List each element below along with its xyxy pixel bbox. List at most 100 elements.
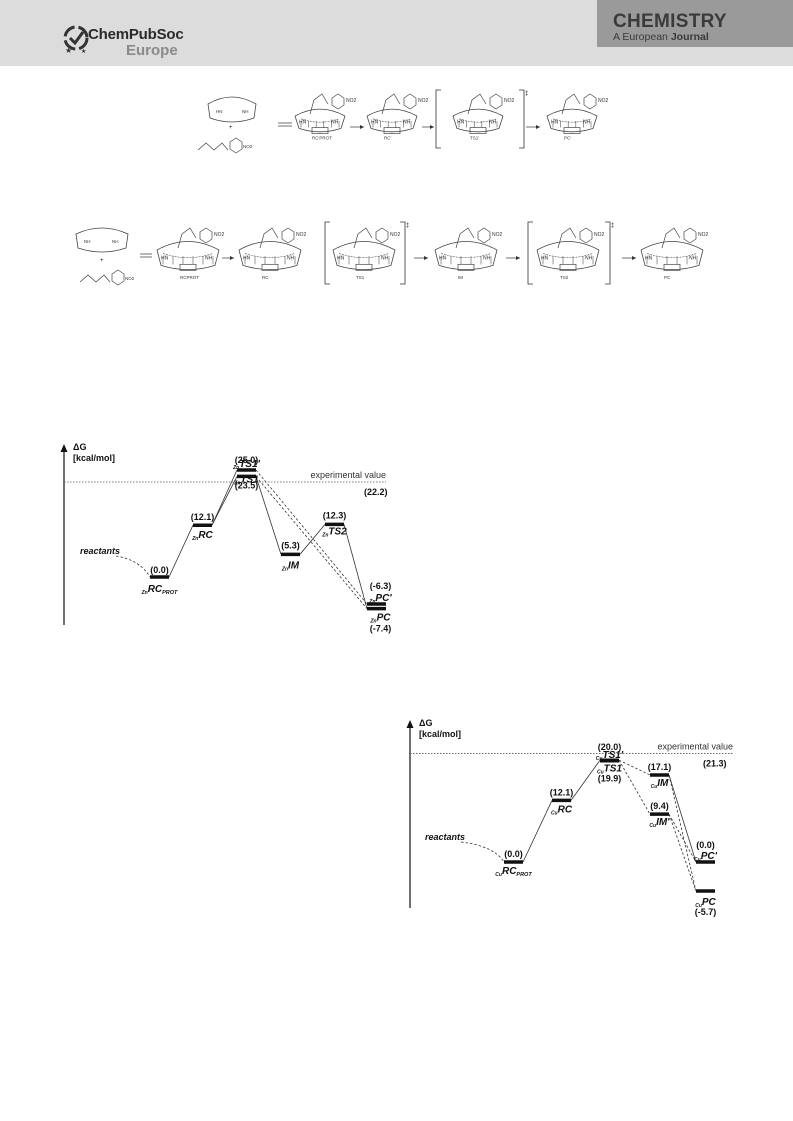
energy-diagram-cu-value-6: (0.0) [696,840,715,850]
scheme1-rcprot-body [294,115,346,133]
energy-diagram-cu-path-3 [618,760,651,815]
scheme1-rc-phenyl [403,93,417,110]
scheme2-ts1-body [332,249,396,271]
scheme2-im-bonds [440,253,492,258]
scheme2-im-nh-left: HN [439,256,447,262]
energy-diagram-zn-path-5 [343,524,368,609]
energy-diagram-zn-value-7: (-7.4) [370,624,392,634]
energy-diagram-zn-reactants-label: reactants [80,546,120,556]
scheme2-ts2-bracket-right [605,221,611,285]
scheme1-ts1-nh-left: HN [457,120,465,126]
scheme2-rc-label: RC [262,275,269,280]
journal-header: ★ ★ ChemPubSoc Europe CHEMISTRY A Europe… [0,0,793,66]
scheme1-rcprot-nh-right: NH [331,120,339,126]
energy-diagram-cu: ΔG[kcal/mol]experimental value(21.3)reac… [406,718,733,917]
scheme1-rc-body [366,115,418,133]
scheme1-pc-nh-left: HN [551,120,559,126]
scheme2-ts1-phenyl [375,227,389,244]
energy-diagram-zn-path-6 [255,469,368,605]
energy-diagram-cu-state-6: CuPC' [694,851,718,863]
scheme2-ts2-nh-right: NH [585,256,593,262]
energy-diagram-cu-value-2: (20.0) [598,742,622,752]
scheme1-ts1-body [452,115,504,133]
scheme2-pc-nh-left: HN [645,256,653,262]
scheme2-ts2-substrate [557,227,577,249]
scheme1-rc-rim [366,108,418,117]
scheme1-rcprot-no2: NO2 [346,98,357,104]
scheme2-nh-a: NH [84,239,91,244]
scheme2-rcprot-body [156,249,220,271]
scheme2-rc-no2: NO2 [296,232,307,238]
scheme1-ts-bracket-left [435,89,441,149]
scheme2-catalyst [75,227,129,253]
scheme1-rcprot-substrate [309,93,329,115]
scheme1-catalyst [207,96,257,123]
scheme2-pc-substrate [661,227,681,249]
scheme1-substrate-ring [229,137,243,154]
scheme2-nh-b: NH [112,239,119,244]
energy-diagram-zn-y-axis-arrow [60,444,68,452]
energy-diagram-cu-path-7 [668,774,697,863]
energy-diagram-cu-value-5: (9.4) [650,801,669,811]
brand-name: ChemPubSoc [88,26,184,43]
energy-diagram-cu-state-4: CuIM [651,778,669,790]
scheme1-rc-bonds [372,118,412,123]
scheme2-ts2-bracket-dagger: ‡ [611,223,614,229]
scheme1-pc-rim [546,108,598,117]
scheme2-ts2-nh-left: HN [541,256,549,262]
energy-diagram-zn-state-7: ZnPC [369,613,391,625]
scheme1-substrate-chain [197,142,229,151]
scheme1-rc-substrate [381,93,401,115]
scheme1-rcprot-phenyl [331,93,345,110]
scheme1-rc-label: RC' [384,135,391,140]
scheme1-rc-nh-right: NH [403,120,411,126]
journal-title: CHEMISTRY [613,11,727,32]
energy-diagram-cu-reactants-label: reactants [425,832,465,842]
scheme2-pc-ring [663,263,681,271]
scheme2-rcprot-phenyl [199,227,213,244]
scheme2-ts1-nh-right: NH [381,256,389,262]
energy-diagram-zn-state-0: ZnRCPROT [141,584,178,596]
scheme2-im-substrate [455,227,475,249]
scheme2-arrow-3-head [516,256,520,260]
scheme2-rcprot-rim [156,241,220,251]
svg-text:★: ★ [65,46,72,54]
scheme2-rcprot-substrate [177,227,197,249]
energy-diagram-zn-value-2: (25.0) [235,455,259,465]
scheme1-pc-label: PC' [564,135,571,140]
energy-diagram-zn-value-0: (0.0) [150,565,169,575]
energy-diagram-cu-state-7: CuPC [695,897,716,909]
energy-diagram-zn-state-6: ZnPC' [368,593,392,605]
scheme2-rc-substrate [259,227,279,249]
energy-diagram-zn-path-1 [211,469,238,526]
energy-diagram-cu-state-0: CuRCPROT [495,866,532,878]
scheme1-ts1-bonds [458,118,498,123]
scheme2-ts2-phenyl [579,227,593,244]
energy-diagram-cu-path-4 [668,774,697,892]
scheme1-rcprot-label: RC'PROT [312,135,332,140]
scheme2-pc-bonds [646,253,698,258]
scheme1-plus: + [229,125,233,131]
scheme2-rc-phenyl [281,227,295,244]
scheme1-pc-ring [563,127,581,134]
scheme1-rcprot-rim [294,108,346,117]
energy-diagram-cu-state-2: CuTS1' [596,750,624,762]
scheme2-arrow-4-head [632,256,636,260]
scheme1-ts-bracket-dagger: ‡ [525,91,528,97]
energy-diagram-zn-path-2 [211,476,238,526]
scheme2-pc-nh-right: NH [689,256,697,262]
scheme1-nh-a: HN [216,109,223,114]
energy-diagram-zn-value-6: (-6.3) [370,581,392,591]
energy-diagram-cu-axis-unit: [kcal/mol] [419,729,461,739]
energy-diagram-zn-value-1: (12.1) [191,512,215,522]
energy-diagram-zn-reactants-path [115,555,151,578]
energy-diagram-zn-state-3: ZnTS1 [233,474,259,486]
scheme1-rc-no2: NO2 [418,98,429,104]
